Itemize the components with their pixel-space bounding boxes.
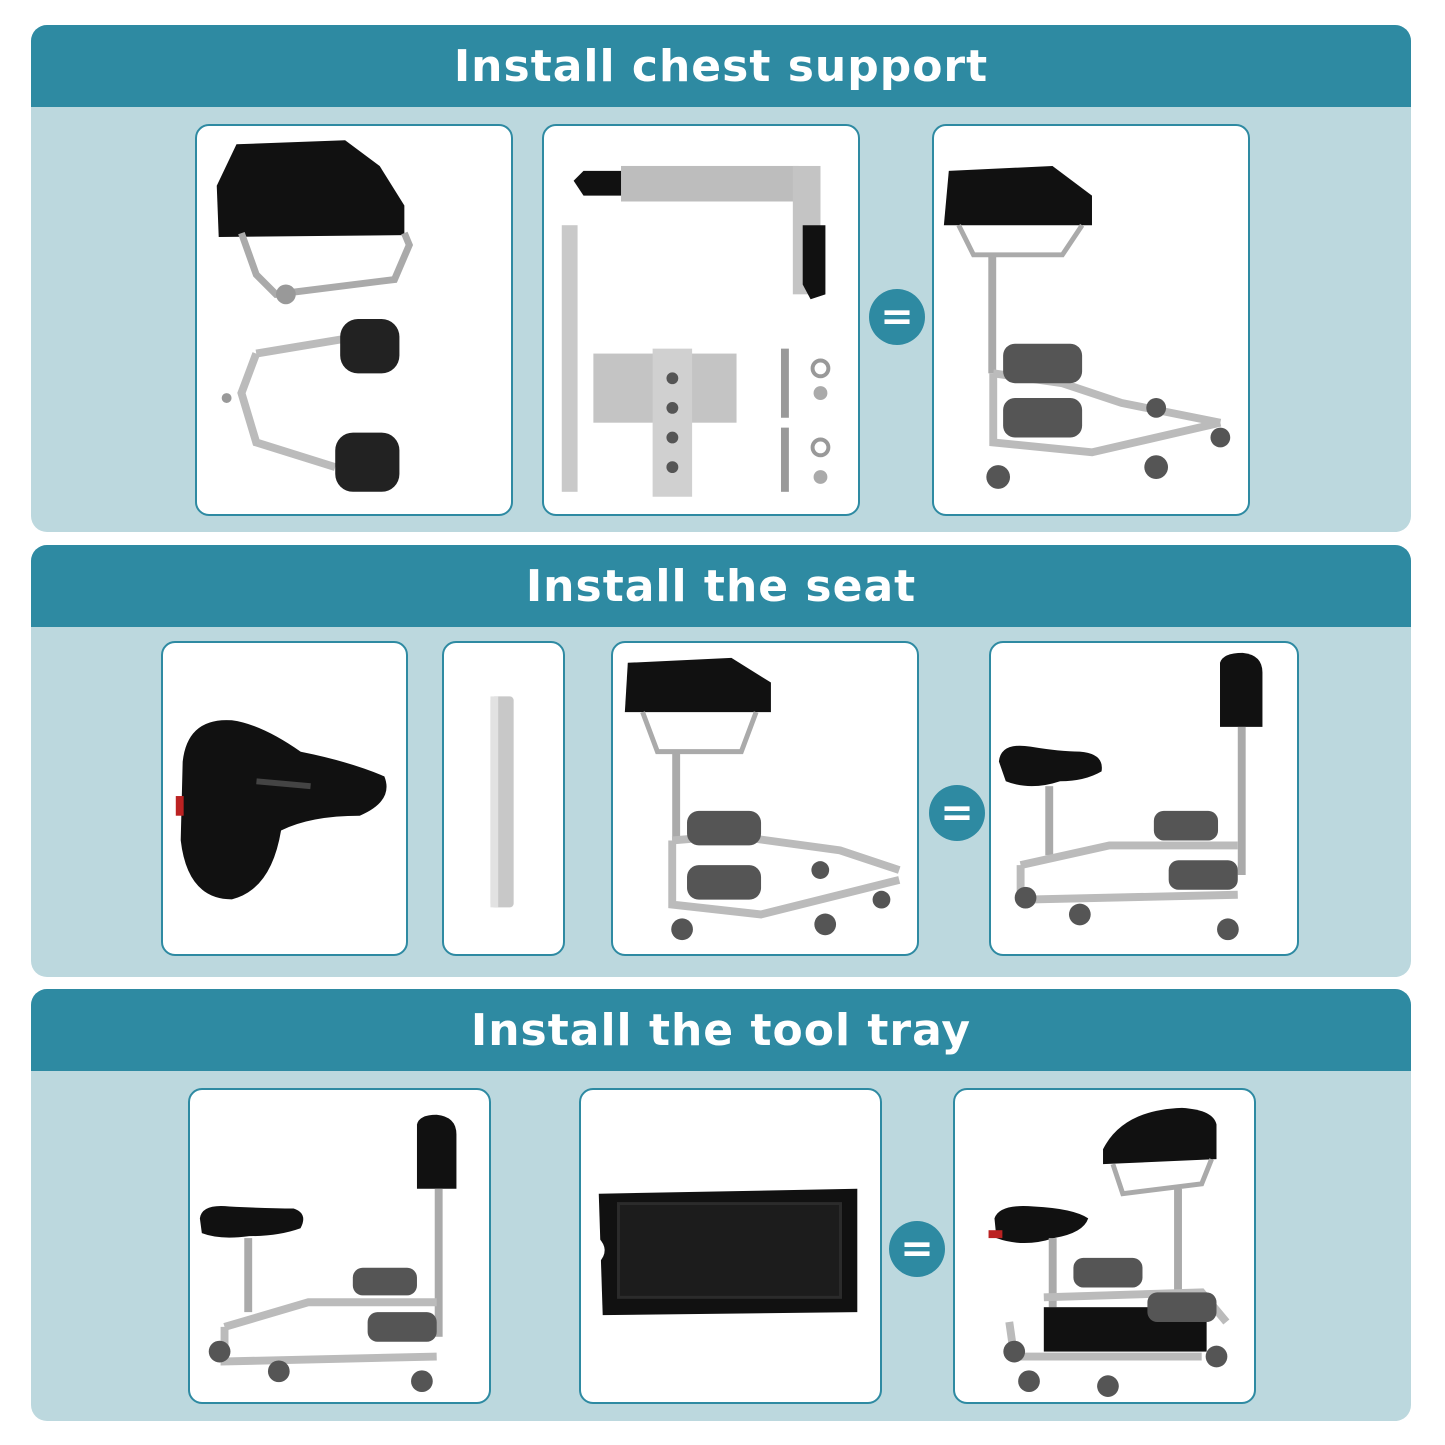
equals-icon: = <box>869 289 925 345</box>
section-install-the-seat: Install the seat = <box>31 545 1411 977</box>
section-title: Install the tool tray <box>470 1004 972 1056</box>
fully-assembled-creeper-image <box>953 1088 1256 1404</box>
frame-with-seat-image <box>989 641 1299 956</box>
section-install-chest-support: Install chest support <box>31 25 1411 532</box>
section-title: Install chest support <box>453 40 989 92</box>
assembled-chest-support-image <box>932 124 1250 516</box>
frame-with-seat-image <box>188 1088 491 1404</box>
section-header: Install the seat <box>31 545 1411 627</box>
equals-icon: = <box>929 785 985 841</box>
bracket-and-hardware-image <box>542 124 860 516</box>
frame-with-chest-support-image <box>611 641 919 956</box>
section-header: Install the tool tray <box>31 989 1411 1071</box>
section-header: Install chest support <box>31 25 1411 107</box>
section-install-the-tool-tray: Install the tool tray = <box>31 989 1411 1421</box>
tool-tray-image <box>579 1088 882 1404</box>
equals-icon: = <box>889 1221 945 1277</box>
section-title: Install the seat <box>525 560 917 612</box>
chest-pad-and-frame-image <box>195 124 513 516</box>
seat-post-image <box>442 641 565 956</box>
seat-saddle-image <box>161 641 408 956</box>
